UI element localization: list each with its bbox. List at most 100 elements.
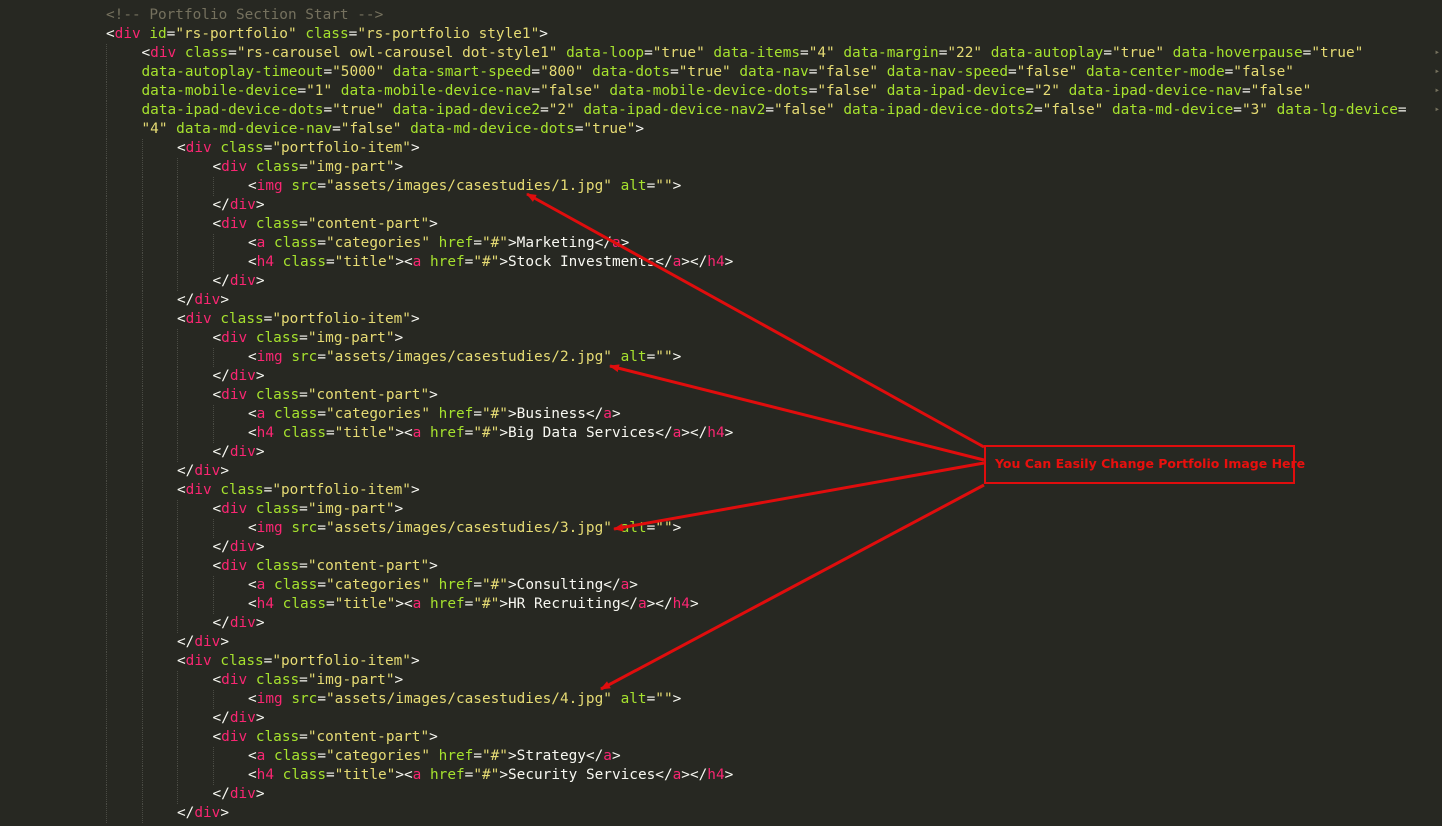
code-text	[1103, 102, 1112, 118]
indent-guide	[177, 538, 178, 557]
code-string: "#"	[481, 748, 508, 764]
code-line[interactable]: <h4 class="title"><a href="#">Big Data S…	[0, 424, 1442, 443]
code-punctuation: >	[724, 254, 734, 270]
code-line[interactable]: <div class="portfolio-item">	[0, 652, 1442, 671]
code-punctuation: =	[299, 729, 308, 745]
code-line[interactable]: <h4 class="title"><a href="#">HR Recruit…	[0, 595, 1442, 614]
indent-guide	[106, 500, 107, 519]
code-line[interactable]: </div>	[0, 462, 1442, 481]
indent-guide	[141, 633, 143, 652]
code-text	[982, 45, 991, 61]
indent-guide	[212, 253, 214, 272]
code-text	[265, 577, 274, 593]
code-line[interactable]: <img src="assets/images/casestudies/1.jp…	[0, 177, 1442, 196]
code-string: "false"	[817, 64, 879, 80]
code-punctuation: </	[655, 767, 673, 783]
code-tag: div	[150, 45, 177, 61]
code-tag: div	[221, 729, 248, 745]
code-line[interactable]: <a class="categories" href="#">Consultin…	[0, 576, 1442, 595]
indent-guide	[212, 595, 214, 614]
indent-guide	[177, 595, 178, 614]
indent-guide	[141, 766, 143, 785]
indent-guide	[106, 101, 107, 120]
code-line[interactable]: <div class="content-part">	[0, 728, 1442, 747]
code-string: "content-part"	[307, 387, 430, 403]
code-string: "portfolio-item"	[272, 140, 411, 156]
code-string: ""	[655, 691, 673, 707]
code-line[interactable]: <div class="img-part">	[0, 329, 1442, 348]
code-tag: div	[221, 216, 248, 232]
code-line[interactable]: <a class="categories" href="#">Strategy<…	[0, 747, 1442, 766]
code-text	[297, 26, 306, 42]
code-line[interactable]: </div>	[0, 443, 1442, 462]
code-line[interactable]: <div class="portfolio-item">	[0, 481, 1442, 500]
code-line[interactable]: <div class="portfolio-item">	[0, 139, 1442, 158]
code-line[interactable]: </div>	[0, 785, 1442, 804]
code-attribute: data-md-device	[1111, 102, 1234, 118]
code-line[interactable]: </div>	[0, 272, 1442, 291]
code-line[interactable]: </div>	[0, 709, 1442, 728]
code-line[interactable]: <a class="categories" href="#">Marketing…	[0, 234, 1442, 253]
code-line[interactable]: data-mobile-device="1" data-mobile-devic…	[0, 82, 1442, 101]
code-punctuation: =	[1241, 83, 1251, 99]
code-line[interactable]: </div>	[0, 538, 1442, 557]
code-tag: div	[221, 501, 248, 517]
code-attribute: class	[274, 235, 318, 251]
code-text	[274, 596, 283, 612]
code-punctuation: >	[629, 577, 638, 593]
code-string: "#"	[473, 767, 500, 783]
code-punctuation: =	[299, 330, 308, 346]
code-line[interactable]: <div class="rs-carousel owl-carousel dot…	[0, 44, 1442, 63]
code-line[interactable]: </div>	[0, 291, 1442, 310]
code-line[interactable]: </div>	[0, 633, 1442, 652]
code-text	[265, 235, 274, 251]
code-attribute: data-mobile-device	[141, 83, 298, 99]
indent-guide	[177, 766, 178, 785]
code-punctuation: =	[1397, 102, 1407, 118]
code-line[interactable]: <!-- Portfolio Section Start -->	[0, 6, 1442, 25]
code-punctuation: </	[655, 425, 673, 441]
code-line[interactable]: <div class="img-part">	[0, 671, 1442, 690]
code-line[interactable]: <h4 class="title"><a href="#">Security S…	[0, 766, 1442, 785]
indent-guide	[212, 747, 214, 766]
code-line[interactable]: </div>	[0, 367, 1442, 386]
code-tag: a	[256, 577, 266, 593]
code-line[interactable]: <img src="assets/images/casestudies/2.jp…	[0, 348, 1442, 367]
code-line[interactable]: <div id="rs-portfolio" class="rs-portfol…	[0, 25, 1442, 44]
code-tag: a	[620, 577, 630, 593]
code-line[interactable]: data-ipad-device-dots="true" data-ipad-d…	[0, 101, 1442, 120]
code-punctuation: </	[212, 444, 230, 460]
code-string: "#"	[481, 235, 508, 251]
code-attribute: class	[255, 159, 300, 175]
indent-guide	[106, 728, 107, 747]
code-line[interactable]: <a class="categories" href="#">Business<…	[0, 405, 1442, 424]
code-tag: div	[114, 26, 141, 42]
code-line[interactable]: <div class="portfolio-item">	[0, 310, 1442, 329]
code-string: "false"	[817, 83, 879, 99]
code-line[interactable]: <img src="assets/images/casestudies/4.jp…	[0, 690, 1442, 709]
code-string: ""	[655, 349, 673, 365]
code-text	[247, 216, 256, 232]
code-punctuation: =	[228, 45, 237, 61]
code-line[interactable]: </div>	[0, 614, 1442, 633]
code-punctuation: </	[212, 710, 230, 726]
code-line[interactable]: <div class="img-part">	[0, 500, 1442, 519]
code-line[interactable]: </div>	[0, 196, 1442, 215]
code-attribute: class	[220, 140, 264, 156]
code-line[interactable]: <div class="content-part">	[0, 215, 1442, 234]
code-line[interactable]: "4" data-md-device-nav="false" data-md-d…	[0, 120, 1442, 139]
code-punctuation: >	[611, 406, 621, 422]
code-line[interactable]: </div>	[0, 804, 1442, 823]
code-text	[274, 425, 283, 441]
code-line[interactable]: <h4 class="title"><a href="#">Stock Inve…	[0, 253, 1442, 272]
code-line[interactable]: <div class="content-part">	[0, 386, 1442, 405]
code-line[interactable]: data-autoplay-timeout="5000" data-smart-…	[0, 63, 1442, 82]
code-line[interactable]: <img src="assets/images/casestudies/3.jp…	[0, 519, 1442, 538]
code-line[interactable]: <div class="img-part">	[0, 158, 1442, 177]
indent-guide	[141, 158, 143, 177]
code-area[interactable]: <!-- Portfolio Section Start --><div id=…	[0, 6, 1442, 823]
code-tag: h4	[256, 596, 274, 612]
code-tag: a	[603, 748, 612, 764]
code-line[interactable]: <div class="content-part">	[0, 557, 1442, 576]
